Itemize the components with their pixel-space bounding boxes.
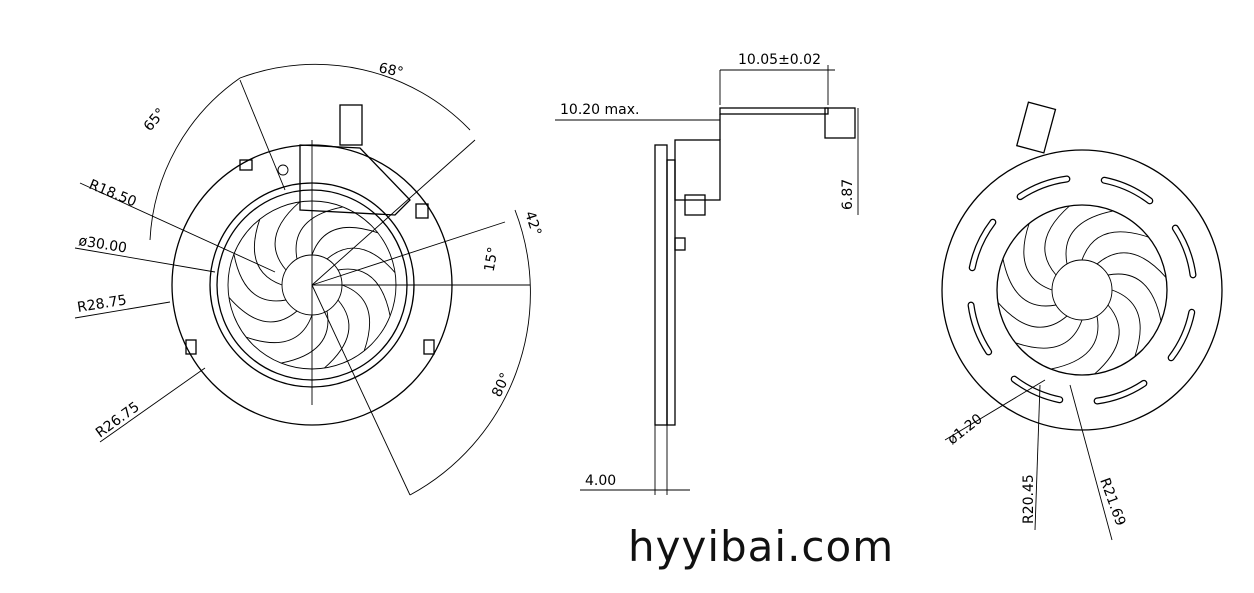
radius-28-label: R28.75 (76, 292, 128, 316)
blade (1002, 258, 1057, 307)
blade (997, 302, 1068, 328)
rear-blades (997, 205, 1167, 375)
diameter-30-label: ø30.00 (77, 233, 128, 256)
thickness-4-00-label: 4.00 (585, 473, 616, 489)
blade (324, 299, 350, 369)
blade (1015, 319, 1083, 349)
blade (1081, 231, 1149, 261)
angle-15-label: 15° (482, 246, 502, 273)
blade (326, 247, 396, 273)
arc-slot (1017, 176, 1070, 199)
arc-slot (1094, 381, 1147, 404)
blade (1111, 289, 1141, 357)
blade (1065, 210, 1114, 265)
dim-arc-80 (409, 209, 531, 496)
blade (1023, 223, 1053, 291)
hole-diameter-label: ø1.20 (945, 411, 986, 448)
rear-view: ø1.20 R20.45 R21.69 (941, 101, 1223, 541)
arc-slot (1102, 177, 1153, 204)
blade (228, 297, 298, 323)
angle-65-label: 65° (141, 105, 169, 134)
rear-slots (967, 175, 1197, 405)
blade (1044, 205, 1070, 276)
width-10-05-label: 10.05±0.02 (738, 52, 821, 68)
side-view: 10.05±0.02 10.20 max. 6.87 4.00 (555, 52, 859, 495)
angle-42-label: 42° (521, 209, 544, 238)
blade (233, 254, 287, 302)
watermark: hyyibai.com (628, 522, 895, 571)
blade (253, 219, 283, 286)
front-view: 68° 65° R18.50 ø30.00 R28.75 R26.75 42° … (74, 60, 544, 496)
blade (1094, 304, 1120, 375)
arc-slot (968, 302, 991, 355)
angle-68-label: 68° (377, 60, 405, 81)
connector-tab (339, 104, 363, 146)
blade (1096, 252, 1167, 278)
angle-80-label: 80° (489, 370, 514, 399)
radius-21-69-label: R21.69 (1096, 476, 1128, 528)
arc-slot (1168, 310, 1195, 361)
blade (1107, 273, 1162, 322)
impeller-blades (228, 201, 396, 369)
blade (337, 268, 391, 316)
thickness-max-label: 10.20 max. (560, 102, 639, 118)
dim-arc-65 (149, 77, 241, 241)
blade (281, 310, 329, 364)
blade (1050, 315, 1099, 370)
radius-20-45-label: R20.45 (1021, 474, 1037, 524)
radius-18-label: R18.50 (87, 177, 139, 210)
dim-arc-68 (239, 63, 471, 131)
blade (246, 314, 313, 344)
radius-26-label: R26.75 (93, 399, 143, 441)
pcb-area (299, 144, 411, 216)
rear-outer-body (941, 149, 1223, 431)
rear-connector-tab (1015, 101, 1057, 154)
blade (341, 284, 371, 351)
arc-slot (1011, 376, 1062, 403)
blade (311, 226, 378, 256)
blade (274, 201, 300, 271)
arc-slot (1173, 225, 1196, 278)
arc-slot (969, 219, 996, 270)
blade (295, 206, 343, 260)
height-6-87-label: 6.87 (840, 179, 856, 210)
